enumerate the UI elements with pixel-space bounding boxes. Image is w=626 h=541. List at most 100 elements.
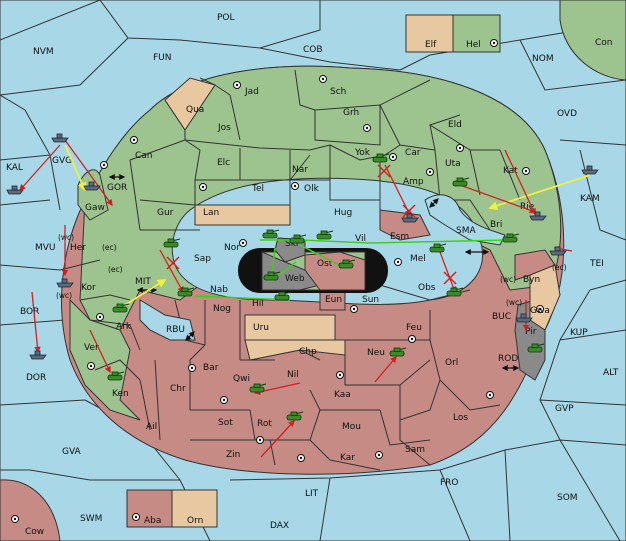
label-rbu: RBU	[166, 325, 185, 335]
label-chp: Chp	[299, 347, 317, 357]
label-obs: Obs	[418, 283, 436, 293]
label-kup: KUP	[570, 328, 588, 338]
label-web: Web	[285, 274, 305, 284]
fleet-unit	[6, 185, 24, 195]
label-nvm: NVM	[33, 47, 54, 57]
label-yok: Yok	[354, 148, 371, 158]
label-mou: Mou	[342, 422, 361, 432]
inlet-sma[interactable]	[424, 194, 506, 246]
label-ovd: OVD	[557, 109, 577, 119]
label-hug: Hug	[334, 208, 352, 218]
region-con[interactable]	[559, 0, 626, 81]
label-gwa-wc: (wc)	[506, 298, 522, 307]
inlet-rbu[interactable]	[139, 299, 196, 341]
label-hil: Hil	[252, 299, 264, 309]
label-her-wc: (wc)	[58, 233, 74, 242]
label-nil: Nil	[287, 370, 299, 380]
label-chr: Chr	[170, 384, 186, 394]
label-amp: Amp	[403, 177, 424, 187]
label-pir: Pir	[525, 327, 537, 337]
label-byn-wc: (wc)	[500, 275, 516, 284]
region-lan[interactable]	[194, 204, 291, 226]
region-qua[interactable]	[164, 77, 216, 131]
label-ken: Ken	[112, 389, 129, 399]
region-esm[interactable]	[379, 209, 431, 241]
label-bar: Bar	[203, 363, 219, 373]
label-gvg: GVG	[52, 156, 72, 166]
adjacency-arrows	[108, 174, 520, 371]
label-byn-ec: (ec)	[552, 263, 567, 272]
label-fun: FUN	[153, 53, 172, 63]
label-ver: Ver	[84, 343, 99, 353]
label-tel: Tel	[251, 184, 264, 194]
failed-marks	[166, 164, 457, 285]
label-sot: Sot	[218, 418, 233, 428]
label-hel: Hel	[466, 40, 481, 50]
label-bor: BOR	[20, 307, 39, 317]
label-kor-wc: (wc)	[56, 291, 72, 300]
label-cob: COB	[303, 45, 323, 55]
label-nor: Nor	[224, 243, 240, 253]
label-sch: Sch	[330, 87, 346, 97]
map-labels: POL NVM FUN COB NOM Con Elf Hel OVD KAL …	[6, 13, 619, 537]
label-kal: KAL	[6, 163, 23, 173]
label-gvp: GVP	[555, 404, 574, 414]
label-ost: Ost	[317, 259, 333, 269]
label-fro: FRO	[440, 478, 459, 488]
label-aba: Aba	[144, 516, 161, 526]
label-sap: Sap	[194, 254, 211, 264]
label-uru: Uru	[253, 323, 269, 333]
label-gva: GVA	[62, 447, 82, 457]
label-gor: GOR	[107, 183, 127, 193]
label-gur: Gur	[157, 208, 174, 218]
region-aba[interactable]	[126, 489, 173, 528]
label-rie: Rie	[520, 202, 535, 212]
label-nom: NOM	[532, 54, 554, 64]
label-sam: Sam	[405, 445, 425, 455]
label-olk: Olk	[304, 184, 320, 194]
label-kor: Kor	[81, 283, 96, 293]
label-buc: BUC	[492, 312, 511, 322]
label-eld: Eld	[448, 120, 462, 130]
label-orn: Orn	[187, 516, 203, 526]
label-sma: SMA	[456, 226, 476, 236]
label-vil: Vil	[355, 234, 366, 244]
label-skr: Skr	[285, 239, 300, 249]
label-eun: Eun	[325, 295, 342, 305]
label-sun: Sun	[362, 295, 379, 305]
label-her: Her	[70, 243, 86, 253]
label-jad: Jad	[244, 87, 259, 97]
label-esm: Esm	[390, 232, 409, 242]
label-lit: LIT	[305, 489, 319, 499]
yellow-arrows	[64, 144, 591, 306]
region-byn[interactable]	[514, 249, 556, 281]
label-kat: Kat	[503, 166, 518, 176]
label-kar: Kar	[340, 453, 355, 463]
label-alt: ALT	[603, 368, 619, 378]
label-con: Con	[595, 38, 613, 48]
move-arrows	[19, 139, 573, 458]
region-orn[interactable]	[171, 489, 218, 528]
label-grh: Grh	[343, 108, 359, 118]
label-rot: Rot	[257, 419, 272, 429]
label-swm: SWM	[80, 514, 102, 524]
label-mel: Mel	[410, 254, 426, 264]
label-gaw: Gaw	[85, 203, 105, 213]
label-pol: POL	[217, 13, 235, 23]
label-tei: TEI	[589, 259, 604, 269]
label-car: Car	[405, 148, 421, 158]
label-elc: Elc	[217, 158, 230, 168]
label-lan: Lan	[203, 208, 219, 218]
region-elf[interactable]	[405, 14, 454, 53]
region-chp[interactable]	[244, 339, 346, 361]
label-bri: Bri	[490, 220, 502, 230]
label-byn: Byn	[523, 275, 540, 285]
label-kam: KAM	[580, 194, 600, 204]
label-gwa: Gwa	[530, 306, 550, 316]
label-kor-ec: (ec)	[108, 265, 123, 274]
label-nar: Nar	[292, 165, 308, 175]
fleet-unit	[29, 350, 47, 360]
label-can: Can	[135, 151, 153, 161]
supply-centers	[11, 39, 544, 523]
label-elf: Elf	[425, 40, 437, 50]
